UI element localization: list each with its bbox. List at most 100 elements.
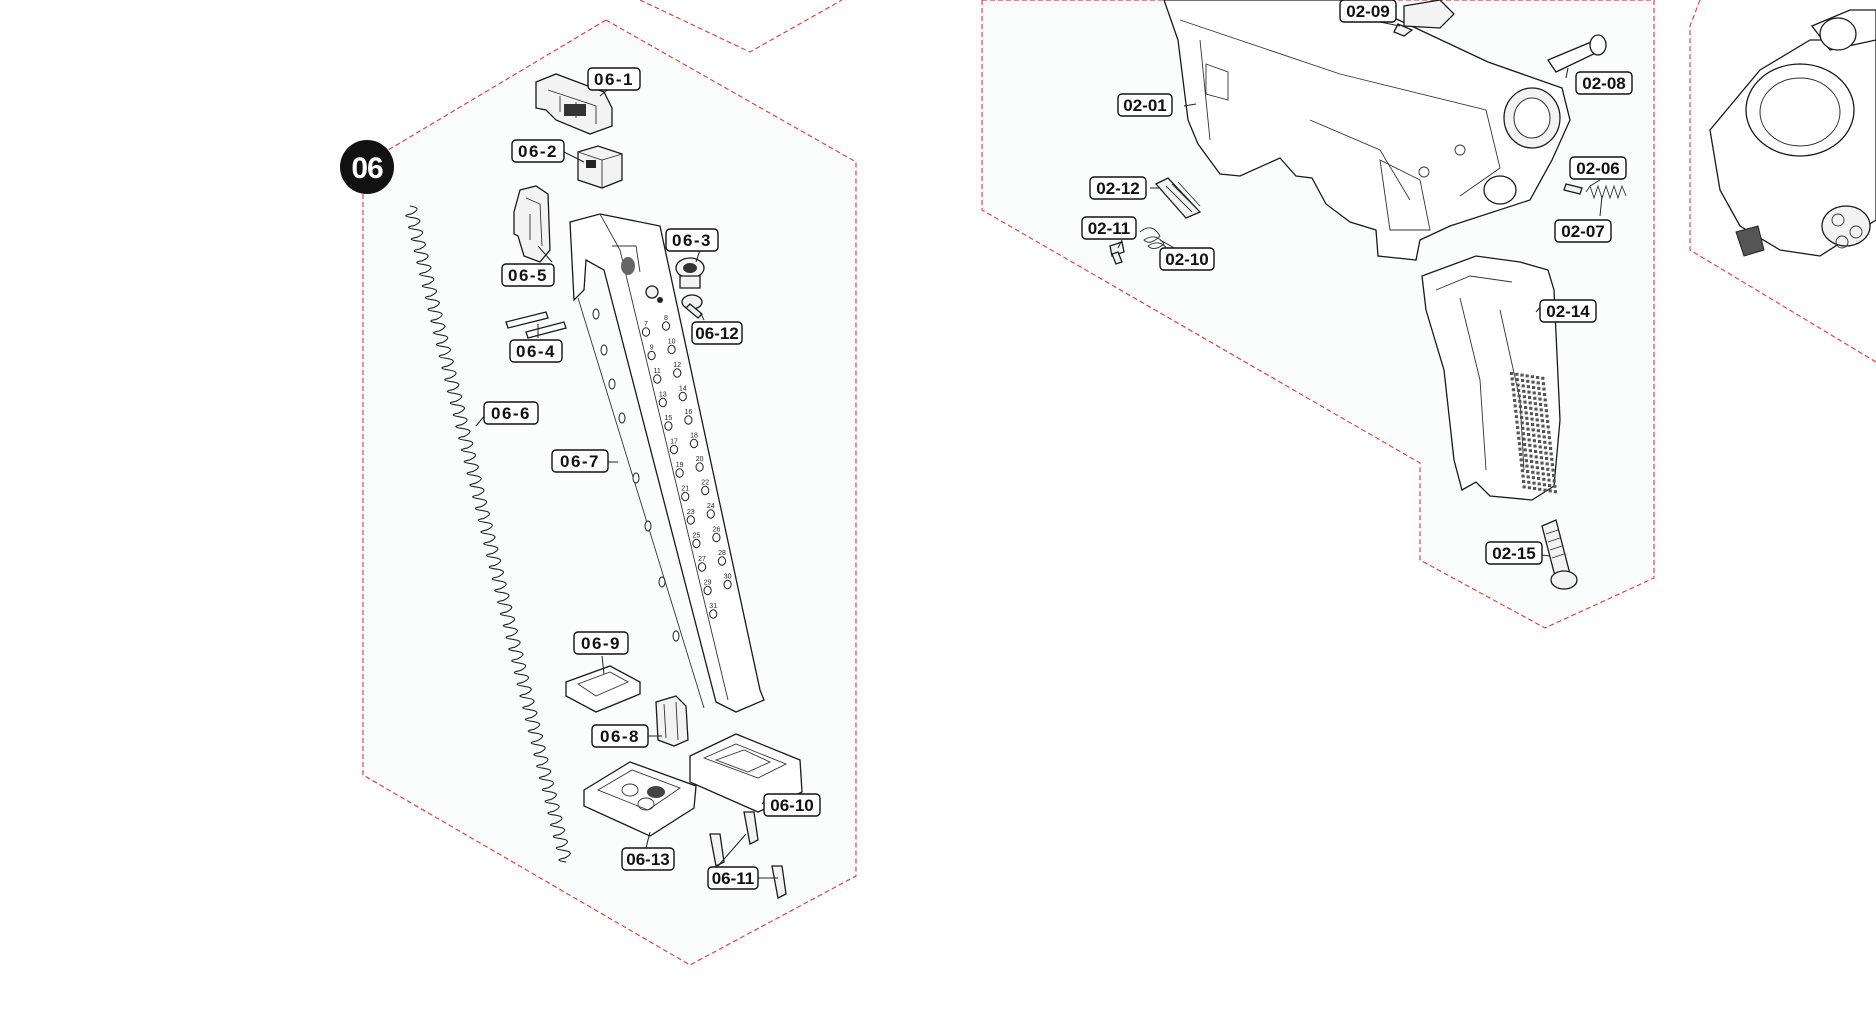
round-count-hole <box>709 609 718 619</box>
part-02-06-detent <box>1563 183 1583 195</box>
grip-stipple-dot <box>1549 452 1553 456</box>
grip-stipple-dot <box>1546 473 1550 477</box>
svg-text:02-15: 02-15 <box>1492 544 1535 563</box>
callout-02-08: 02-08 <box>1575 71 1633 95</box>
grip-stipple-dot <box>1543 398 1547 402</box>
callout-06-13: 06-13 <box>621 847 675 871</box>
grip-stipple-dot <box>1523 400 1527 404</box>
grip-stipple-dot <box>1537 477 1541 480</box>
grip-stipple-dot <box>1518 405 1522 409</box>
grip-stipple-dot <box>1541 376 1545 380</box>
grip-stipple-dot <box>1532 391 1536 395</box>
callout-06-8: 06-8 <box>591 724 649 748</box>
grip-stipple-dot <box>1521 474 1525 478</box>
svg-text:02-14: 02-14 <box>1546 302 1590 321</box>
svg-text:06-6: 06-6 <box>491 404 531 423</box>
grip-stipple-dot <box>1529 412 1533 416</box>
grip-stipple-dot <box>1545 414 1549 418</box>
grip-stipple-dot <box>1528 401 1532 405</box>
round-count-hole <box>667 344 676 355</box>
svg-text:06-13: 06-13 <box>626 850 669 869</box>
round-count-number: 21 <box>681 486 689 493</box>
grip-stipple-dot <box>1537 386 1541 390</box>
callout-06-7: 06-7 <box>551 449 609 473</box>
callout-06-10: 06-10 <box>763 793 821 817</box>
grip-stipple-dot <box>1521 379 1525 382</box>
round-count-number: 29 <box>704 580 712 587</box>
round-count-hole <box>686 515 695 525</box>
grip-stipple-dot <box>1546 425 1550 429</box>
round-count-hole <box>684 415 693 425</box>
grip-stipple-dot <box>1518 447 1522 451</box>
right-group-boundary <box>1689 0 1876 363</box>
grip-stipple-dot <box>1529 454 1533 458</box>
round-count-number: 11 <box>654 368 661 375</box>
grip-stipple-dot <box>1547 436 1551 440</box>
round-count-hole <box>701 485 710 496</box>
round-count-hole <box>678 391 687 402</box>
grip-stipple-dot <box>1540 413 1544 417</box>
grip-stipple-dot <box>1517 389 1521 392</box>
grip-stipple-dot <box>1531 380 1535 384</box>
grip-stipple-dot <box>1543 488 1547 492</box>
grip-stipple-dot <box>1536 376 1540 379</box>
round-count-number: 8 <box>664 315 668 322</box>
grip-stipple-dot <box>1528 396 1532 399</box>
grip-stipple-dot <box>1550 463 1554 467</box>
svg-text:02-10: 02-10 <box>1165 250 1208 269</box>
grip-stipple-dot <box>1520 421 1524 425</box>
grip-stipple-dot <box>1524 453 1528 457</box>
side-hole <box>644 520 652 532</box>
grip-stipple-dot <box>1531 428 1535 432</box>
grip-stipple-dot <box>1532 386 1536 389</box>
round-count-hole <box>647 350 656 361</box>
round-count-hole <box>706 509 715 519</box>
side-hole <box>592 308 600 320</box>
grip-stipple-dot <box>1542 435 1546 439</box>
grip-stipple-dot <box>1526 470 1530 473</box>
grip-stipple-dot <box>1516 426 1520 429</box>
round-count-number: 17 <box>670 439 678 446</box>
part-06-8-lock <box>655 695 689 747</box>
grip-stipple-dot <box>1533 444 1537 448</box>
grip-stipple-dot <box>1539 456 1543 460</box>
round-count-hole <box>697 562 707 572</box>
grip-stipple-dot <box>1548 489 1552 493</box>
grip-stipple-dot <box>1515 372 1519 376</box>
round-count-hole <box>712 532 721 543</box>
part-02-11-screw <box>1109 241 1125 265</box>
callout-06-6: 06-6 <box>483 401 539 425</box>
grip-stipple-dot <box>1549 447 1553 450</box>
grip-stipple-dot <box>1548 484 1552 487</box>
grip-stipple-dot <box>1534 455 1538 459</box>
right-partial-assembly <box>1709 9 1876 257</box>
grip-stipple-dot <box>1514 415 1518 419</box>
grip-stipple-dot <box>1520 373 1524 377</box>
grip-stipple-dot <box>1553 484 1557 488</box>
grip-stipple-dot <box>1525 374 1529 378</box>
grip-stipple-dot <box>1533 402 1537 406</box>
svg-text:02-11: 02-11 <box>1088 219 1131 238</box>
round-count-number: 18 <box>690 433 698 440</box>
round-count-hole <box>723 579 732 590</box>
svg-text:06-8: 06-8 <box>600 727 640 746</box>
callout-02-10: 02-10 <box>1159 247 1215 271</box>
round-count-number: 13 <box>659 392 667 399</box>
grip-stipple-dot <box>1526 475 1530 479</box>
top-left-group-boundary <box>639 0 843 53</box>
grip-stipple-dot <box>1542 430 1546 433</box>
round-count-number: 16 <box>685 409 693 416</box>
grip-stipple-dot <box>1531 476 1535 480</box>
round-count-number: 28 <box>718 550 726 557</box>
grip-stipple-dot <box>1537 392 1541 396</box>
grip-stipple-dot <box>1514 409 1518 413</box>
callout-02-09: 02-09 <box>1339 0 1397 23</box>
grip-stipple-dot <box>1544 451 1548 455</box>
round-count-number: 26 <box>713 527 721 534</box>
svg-text:06-2: 06-2 <box>518 142 558 161</box>
magazine-side-holes <box>592 308 680 642</box>
callout-02-11: 02-11 <box>1081 216 1137 240</box>
grip-stipple-dot <box>1538 397 1542 401</box>
callout-06-3: 06-3 <box>665 228 719 252</box>
